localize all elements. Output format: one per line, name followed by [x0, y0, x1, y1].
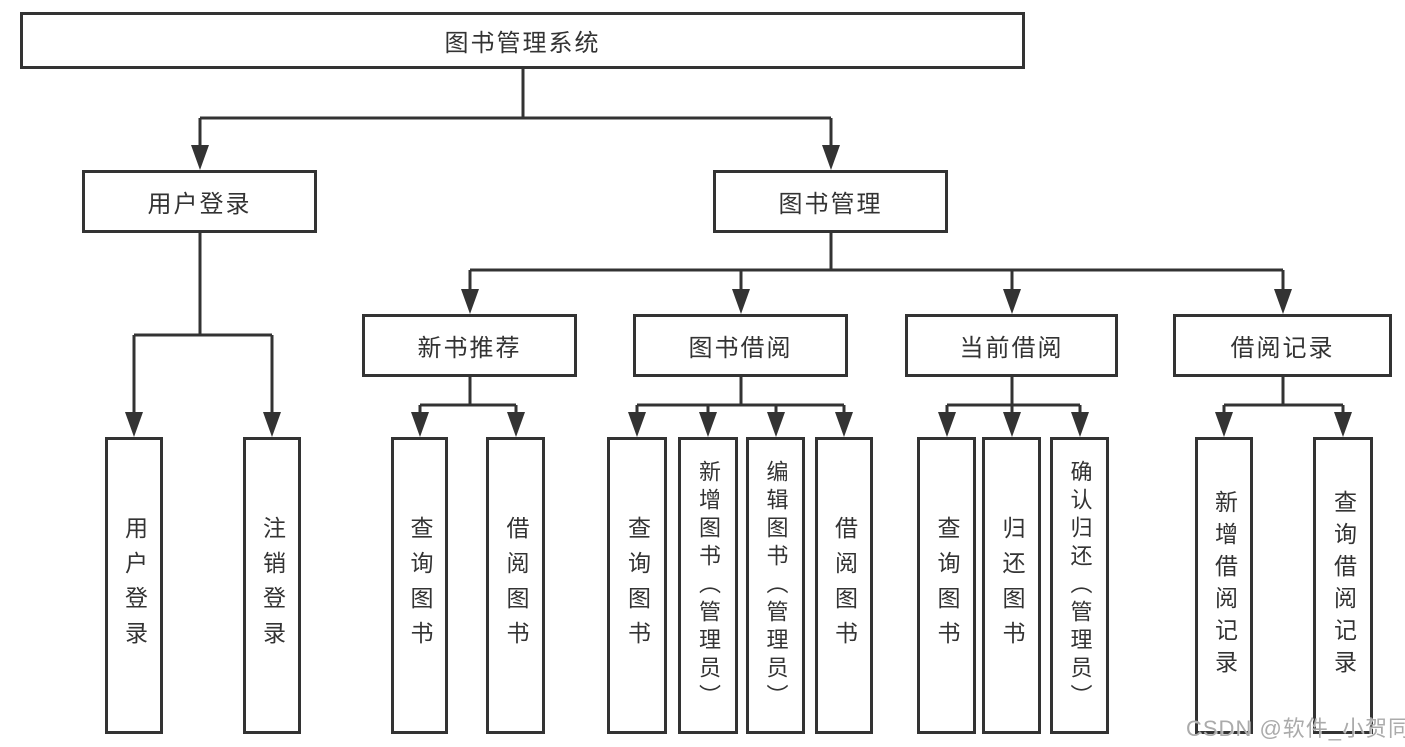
node-label: 图书借阅 — [688, 335, 793, 362]
node-label: 借阅记录 — [1230, 335, 1335, 362]
leaf-borrow-query-books: 查询图书 — [607, 437, 667, 734]
node-label: 用户登录 — [147, 191, 252, 218]
node-label: 新增借阅记录 — [1211, 489, 1238, 682]
arrowhead — [125, 412, 143, 437]
leaf-user-login: 用户登录 — [105, 437, 163, 734]
node-borrow-records: 借阅记录 — [1173, 314, 1392, 377]
node-label: 归还图书 — [999, 515, 1025, 656]
connector-current-borrow-to-leaves — [938, 377, 1089, 437]
arrowhead — [263, 412, 281, 437]
arrowhead — [411, 412, 429, 437]
leaf-current-query-books: 查询图书 — [917, 437, 976, 734]
node-label: 查询图书 — [934, 515, 960, 656]
node-new-book-recommend: 新书推荐 — [362, 314, 577, 377]
leaf-logout: 注销登录 — [243, 437, 301, 734]
leaf-newrec-query-books: 查询图书 — [391, 437, 448, 734]
leaf-borrow-borrow-books: 借阅图书 — [815, 437, 873, 734]
leaf-records-add-record: 新增借阅记录 — [1195, 437, 1253, 734]
arrowhead — [1215, 412, 1233, 437]
leaf-borrow-edit-books-admin: 编辑图书（管理员） — [746, 437, 805, 734]
leaf-newrec-borrow-books: 借阅图书 — [486, 437, 545, 734]
arrowhead — [1334, 412, 1352, 437]
leaf-current-confirm-return-admin: 确认归还（管理员） — [1050, 437, 1109, 734]
node-user-login: 用户登录 — [82, 170, 317, 233]
connector-new-book-recommend-to-leaves — [411, 377, 525, 437]
node-book-management: 图书管理 — [713, 170, 948, 233]
leaf-borrow-add-books-admin: 新增图书（管理员） — [678, 437, 738, 734]
node-label: 图书管理系统 — [444, 30, 601, 57]
connector-user-login-to-leaves — [125, 233, 281, 437]
connector-borrow-records-to-leaves — [1215, 377, 1352, 437]
connector-root-to-level1 — [191, 69, 840, 170]
node-label: 新书推荐 — [417, 335, 522, 362]
arrowhead — [1071, 412, 1089, 437]
arrowhead — [507, 412, 525, 437]
node-label: 用户登录 — [121, 515, 148, 656]
node-label: 编辑图书（管理员） — [763, 459, 789, 712]
leaf-records-query-record: 查询借阅记录 — [1313, 437, 1373, 734]
connector-book-borrow-to-leaves — [628, 377, 853, 437]
connector-book-management-to-level2 — [461, 233, 1292, 314]
node-label: 查询借阅记录 — [1330, 489, 1357, 682]
leaf-current-return-books: 归还图书 — [982, 437, 1041, 734]
arrowhead — [1274, 289, 1292, 314]
arrowhead — [767, 412, 785, 437]
node-label: 查询图书 — [407, 515, 433, 656]
arrowhead — [1003, 412, 1021, 437]
arrowhead — [732, 289, 750, 314]
arrowhead — [938, 412, 956, 437]
arrowhead — [699, 412, 717, 437]
node-current-borrow: 当前借阅 — [905, 314, 1118, 377]
node-label: 图书管理 — [778, 191, 883, 218]
node-label: 借阅图书 — [831, 515, 858, 656]
node-root-system: 图书管理系统 — [20, 12, 1025, 69]
node-label: 当前借阅 — [959, 335, 1064, 362]
node-label: 借阅图书 — [503, 515, 529, 656]
node-label: 新增图书（管理员） — [696, 459, 721, 712]
arrowhead — [1003, 289, 1021, 314]
node-label: 查询图书 — [624, 515, 651, 656]
arrowhead — [461, 289, 479, 314]
arrowhead — [628, 412, 646, 437]
arrowhead — [835, 412, 853, 437]
node-label: 确认归还（管理员） — [1067, 459, 1093, 712]
node-label: 注销登录 — [259, 515, 286, 656]
csdn-watermark: CSDN @软件_小贺同学 — [1186, 716, 1405, 741]
arrowhead — [191, 145, 209, 170]
arrowhead — [822, 145, 840, 170]
node-book-borrow: 图书借阅 — [633, 314, 848, 377]
